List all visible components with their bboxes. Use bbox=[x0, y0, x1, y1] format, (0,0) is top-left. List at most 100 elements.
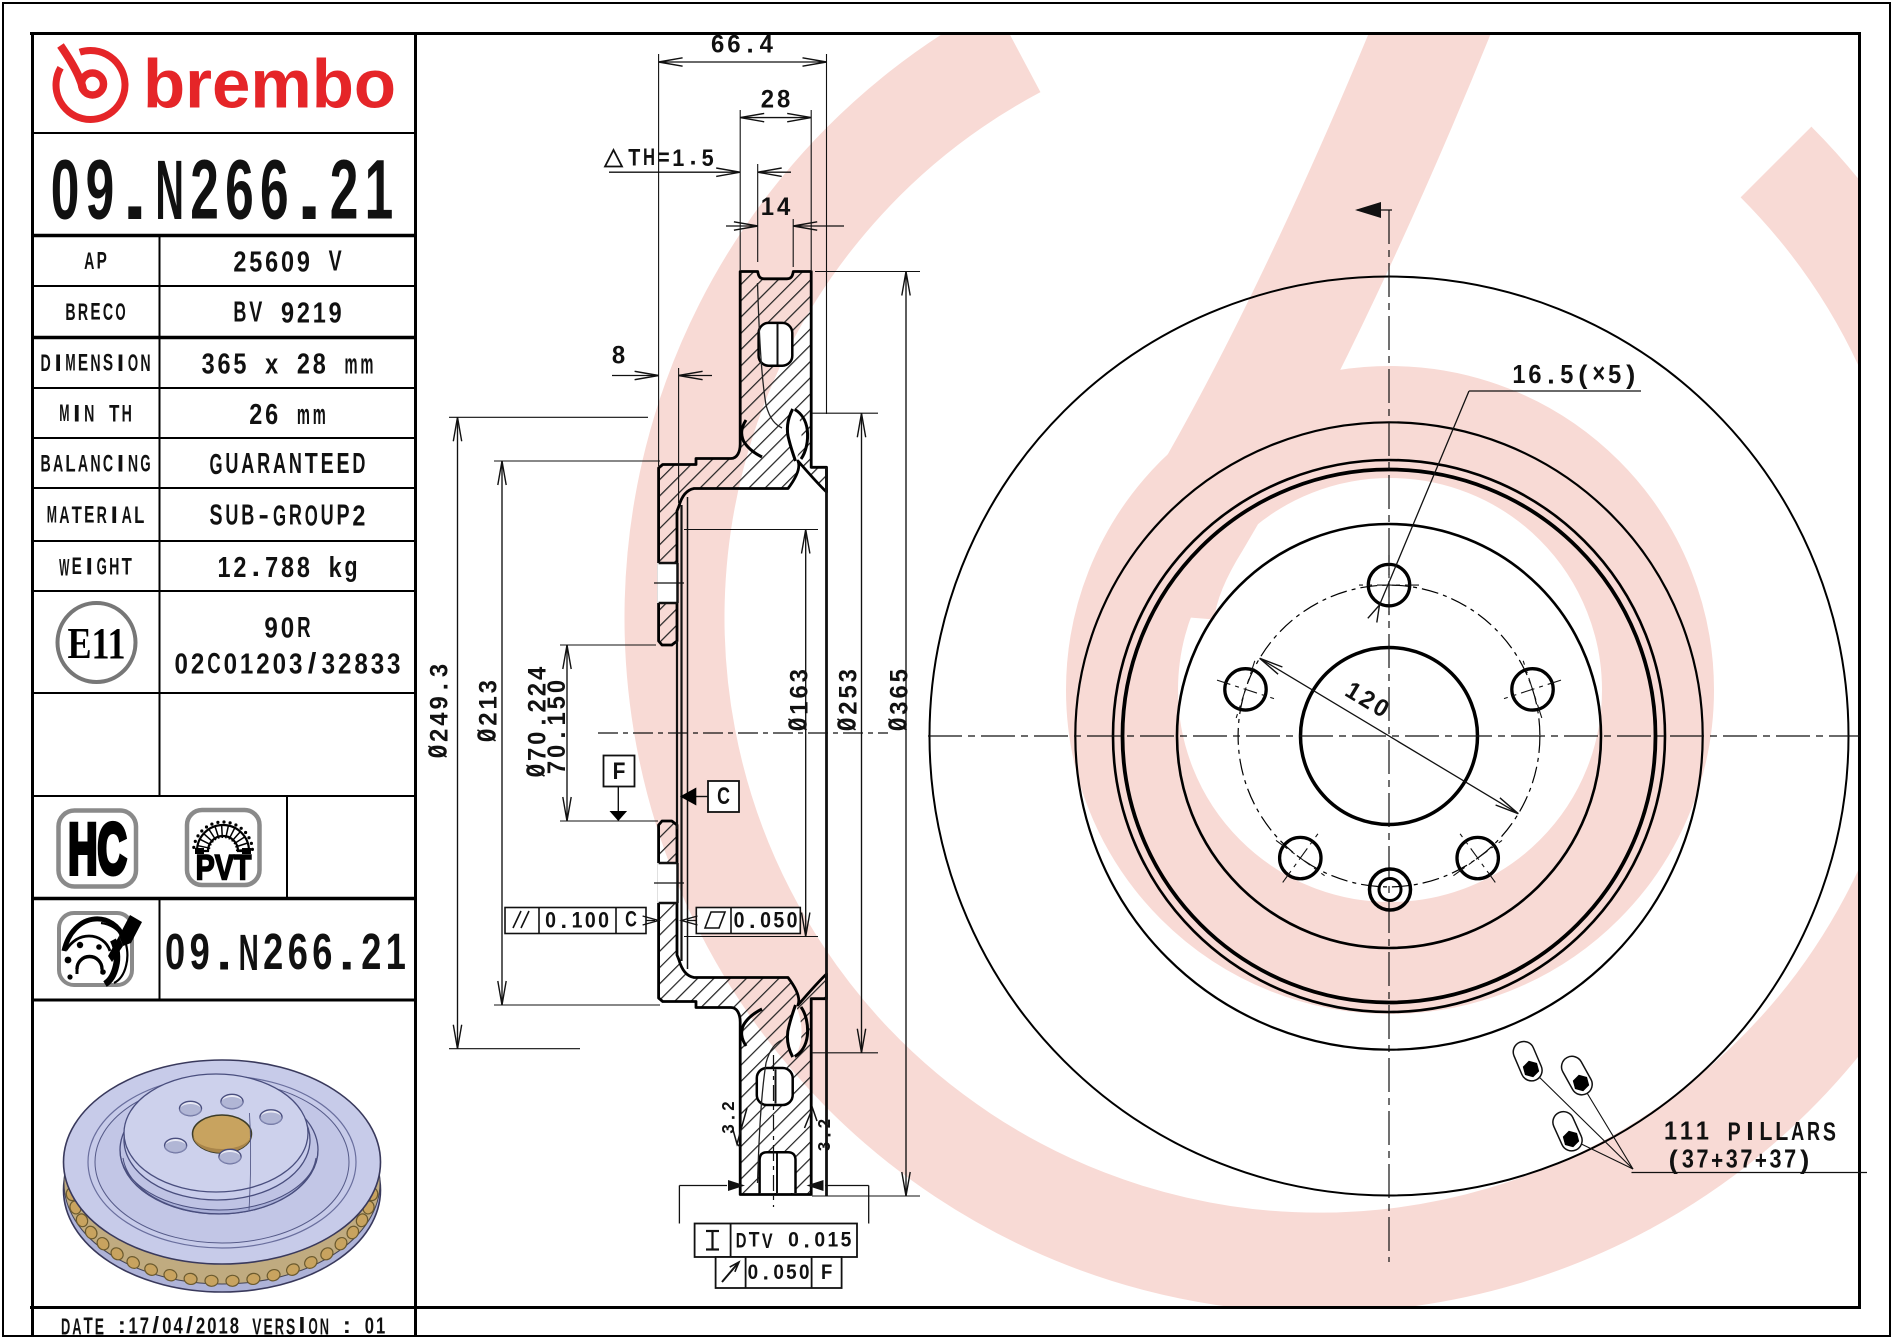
svg-text:2: 2 bbox=[196, 1314, 205, 1339]
svg-text:1: 1 bbox=[1696, 1117, 1709, 1145]
svg-text:2: 2 bbox=[297, 296, 310, 329]
svg-text:7: 7 bbox=[265, 551, 278, 584]
svg-text:8: 8 bbox=[612, 342, 625, 369]
svg-text:1: 1 bbox=[827, 1229, 838, 1252]
svg-text:5: 5 bbox=[1560, 361, 1573, 389]
svg-text:F: F bbox=[821, 1261, 832, 1284]
svg-text:S: S bbox=[1823, 1117, 1836, 1146]
svg-text:R: R bbox=[257, 448, 270, 480]
svg-text:0: 0 bbox=[281, 245, 294, 278]
svg-text:I: I bbox=[117, 451, 124, 478]
svg-text:E: E bbox=[95, 1314, 104, 1339]
svg-text:B: B bbox=[233, 296, 246, 328]
svg-text:U: U bbox=[225, 499, 238, 531]
svg-text:T: T bbox=[122, 554, 132, 581]
svg-text:8: 8 bbox=[230, 1314, 239, 1339]
svg-text:0: 0 bbox=[162, 1314, 171, 1339]
svg-text:3: 3 bbox=[371, 648, 384, 680]
svg-text:5: 5 bbox=[841, 1229, 852, 1252]
svg-text:M: M bbox=[59, 401, 69, 427]
svg-text:3: 3 bbox=[1770, 1146, 1782, 1174]
svg-text:3: 3 bbox=[1682, 1146, 1694, 1174]
svg-text:5: 5 bbox=[835, 685, 862, 698]
svg-text:3: 3 bbox=[886, 701, 913, 714]
svg-text:2: 2 bbox=[190, 142, 219, 236]
svg-text:g: g bbox=[344, 551, 357, 583]
svg-text:1: 1 bbox=[128, 1314, 137, 1339]
svg-text:/: / bbox=[186, 1314, 193, 1339]
svg-text:O: O bbox=[115, 299, 125, 326]
svg-text:6: 6 bbox=[225, 142, 254, 236]
svg-text:R: R bbox=[297, 612, 310, 644]
svg-text:M: M bbox=[65, 350, 75, 376]
svg-text:T: T bbox=[83, 1314, 92, 1339]
svg-text:.: . bbox=[560, 908, 567, 933]
svg-text:3: 3 bbox=[387, 648, 400, 680]
svg-text:N: N bbox=[320, 1314, 329, 1339]
svg-text:Ø: Ø bbox=[885, 717, 916, 730]
svg-text:2: 2 bbox=[475, 712, 502, 725]
svg-text:1: 1 bbox=[313, 296, 326, 329]
svg-text:9: 9 bbox=[281, 296, 294, 329]
svg-text:(: ( bbox=[1578, 361, 1587, 390]
svg-text:1: 1 bbox=[672, 144, 684, 171]
svg-text:A: A bbox=[59, 502, 69, 529]
svg-text:I: I bbox=[111, 502, 118, 529]
svg-text:H: H bbox=[109, 554, 119, 581]
svg-text:D: D bbox=[61, 1314, 70, 1339]
svg-text:0: 0 bbox=[799, 1261, 810, 1284]
svg-text:x: x bbox=[265, 347, 278, 380]
svg-text:9: 9 bbox=[190, 924, 210, 981]
svg-text:0: 0 bbox=[545, 908, 556, 932]
svg-text:H: H bbox=[643, 144, 655, 171]
svg-text:N: N bbox=[239, 924, 259, 981]
svg-text:M: M bbox=[47, 502, 57, 528]
svg-text:1: 1 bbox=[544, 712, 571, 725]
svg-text:7: 7 bbox=[140, 1314, 149, 1339]
svg-text:3: 3 bbox=[719, 1124, 738, 1133]
svg-text:9: 9 bbox=[86, 142, 115, 236]
svg-text:PVT: PVT bbox=[196, 848, 252, 887]
svg-text:2: 2 bbox=[524, 699, 551, 712]
svg-text:3: 3 bbox=[835, 669, 862, 682]
svg-text:6: 6 bbox=[217, 347, 230, 380]
svg-text:2: 2 bbox=[426, 729, 453, 742]
svg-text:2: 2 bbox=[524, 683, 551, 696]
svg-text:O: O bbox=[128, 350, 138, 377]
svg-text:0: 0 bbox=[273, 648, 286, 680]
svg-text:I: I bbox=[73, 401, 80, 428]
svg-text:C: C bbox=[103, 299, 113, 326]
svg-text:5: 5 bbox=[786, 1261, 797, 1284]
svg-text:R: R bbox=[289, 499, 302, 531]
svg-text:1: 1 bbox=[1680, 1117, 1693, 1145]
svg-text:T: T bbox=[305, 448, 318, 480]
svg-text:brembo: brembo bbox=[143, 46, 396, 123]
svg-text:A: A bbox=[53, 451, 63, 478]
svg-text:5: 5 bbox=[249, 245, 262, 278]
svg-text:5: 5 bbox=[886, 669, 913, 682]
svg-text:0: 0 bbox=[788, 1229, 799, 1252]
svg-text:7: 7 bbox=[1696, 1146, 1708, 1174]
svg-text:4: 4 bbox=[524, 666, 551, 680]
svg-text:N: N bbox=[84, 401, 94, 428]
svg-text:/: / bbox=[152, 1314, 159, 1339]
svg-text:9: 9 bbox=[264, 612, 277, 644]
svg-text:m: m bbox=[360, 347, 373, 380]
svg-text:E11: E11 bbox=[67, 618, 125, 667]
svg-text:×: × bbox=[1592, 359, 1605, 391]
svg-text:2: 2 bbox=[297, 347, 310, 380]
svg-text:B: B bbox=[65, 299, 75, 326]
svg-text:2: 2 bbox=[233, 245, 246, 278]
svg-text:-: - bbox=[259, 500, 269, 532]
svg-text:G: G bbox=[140, 450, 150, 477]
svg-text:I: I bbox=[298, 1314, 305, 1339]
svg-text:V: V bbox=[249, 297, 263, 329]
svg-text:.: . bbox=[525, 718, 552, 725]
svg-text:L: L bbox=[134, 502, 144, 529]
svg-text:E: E bbox=[84, 502, 94, 528]
svg-text:5: 5 bbox=[773, 908, 784, 932]
svg-text::: : bbox=[343, 1314, 351, 1339]
svg-text:1: 1 bbox=[376, 1314, 385, 1339]
svg-text:R: R bbox=[1807, 1117, 1820, 1146]
svg-text:1: 1 bbox=[365, 142, 394, 236]
